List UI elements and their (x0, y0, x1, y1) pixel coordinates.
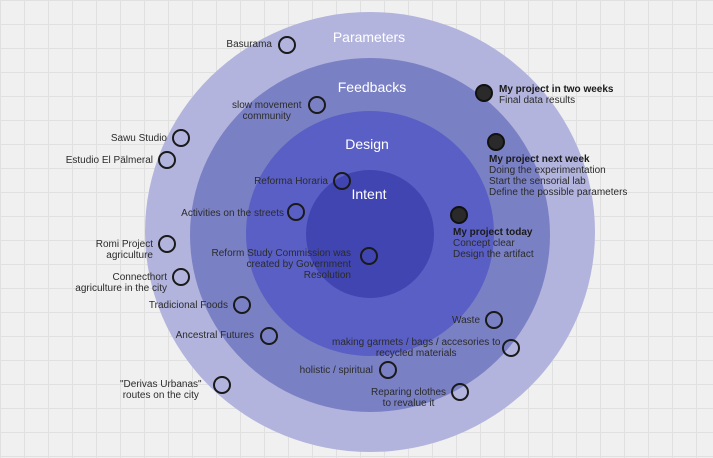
note-reform-commission-line-2: created by Government (246, 259, 352, 270)
note-estudio-palmeral-text: Estudio El Pälmeral (65, 155, 153, 166)
note-making-garments-line-2: recycled materials (375, 348, 457, 359)
note-project-next-week-title: My project next week (489, 154, 590, 165)
design-label: Design (345, 136, 389, 152)
note-romi-project-line-1: Romi Project (95, 239, 153, 250)
marker-project-next-week[interactable] (487, 133, 505, 151)
note-tradicional-foods: Tradicional Foods (149, 300, 228, 311)
marker-project-two-weeks[interactable] (475, 84, 493, 102)
note-making-garments: making garmets / bags / accesories to re… (332, 337, 500, 359)
note-derivas-urbanas-line-2: routes on the city (122, 390, 199, 401)
note-project-two-weeks-line-1: Final data results (499, 95, 576, 106)
note-reform-commission-line-1: Reform Study Commission was (211, 248, 351, 259)
note-project-today-title: My project today (453, 227, 533, 238)
note-activities-streets-text: Activities on the streets (181, 208, 284, 219)
note-reform-commission-line-3: Resolution (303, 270, 351, 281)
intent-ring (306, 170, 434, 298)
note-reform-commission: Reform Study Commission was created by G… (212, 248, 351, 281)
note-slow-movement: slow movement community (232, 100, 301, 122)
note-reforma-horaria-text: Reforma Horaria (254, 176, 328, 187)
note-slow-movement-line-1: slow movement (232, 100, 302, 111)
note-reparing-clothes-line-1: Reparing clothes (371, 387, 447, 398)
marker-reparing-clothes[interactable] (451, 383, 469, 401)
note-connecthort-line-1: Connecthort (112, 272, 167, 283)
note-reparing-clothes-line-2: to revalue it (382, 398, 435, 409)
note-tradicional-foods-text: Tradicional Foods (148, 300, 228, 311)
note-ancestral-futures-text: Ancestral Futures (175, 330, 254, 341)
note-reparing-clothes: Reparing clothes to revalue it (371, 387, 446, 409)
note-romi-project: Romi Project agriculture (96, 239, 153, 261)
note-waste: Waste (452, 315, 480, 326)
marker-slow-movement[interactable] (308, 96, 326, 114)
note-project-today-line-2: Design the artifact (453, 249, 534, 260)
note-project-two-weeks: My project in two weeks Final data resul… (499, 84, 613, 106)
note-derivas-urbanas: "Derivas Urbanas" routes on the city (120, 379, 202, 401)
note-project-today-line-1: Concept clear (453, 238, 515, 249)
marker-ancestral-futures[interactable] (260, 327, 278, 345)
note-project-two-weeks-title: My project in two weeks (499, 84, 614, 95)
note-slow-movement-line-2: community (242, 111, 291, 122)
note-project-next-week: My project next week Doing the experimen… (489, 154, 627, 198)
marker-reforma-horaria[interactable] (333, 172, 351, 190)
note-connecthort: Connecthort agriculture in the city (75, 272, 167, 294)
note-project-next-week-line-1: Doing the experimentation (489, 165, 606, 176)
note-ancestral-futures: Ancestral Futures (176, 330, 254, 341)
note-holistic: holistic / spiritual (300, 365, 373, 376)
note-holistic-text: holistic / spiritual (299, 365, 373, 376)
note-estudio-palmeral: Estudio El Pälmeral (66, 155, 153, 166)
note-derivas-urbanas-line-1: "Derivas Urbanas" (120, 379, 202, 390)
intent-label: Intent (351, 186, 387, 202)
marker-making-garments[interactable] (502, 339, 520, 357)
marker-activities-streets[interactable] (287, 203, 305, 221)
note-activities-streets: Activities on the streets (181, 208, 284, 219)
marker-basurama[interactable] (278, 36, 296, 54)
parameters-label: Parameters (332, 29, 406, 45)
marker-estudio-palmeral[interactable] (158, 151, 176, 169)
marker-sawu-studio[interactable] (172, 129, 190, 147)
note-making-garments-line-1: making garmets / bags / accesories to (332, 337, 501, 348)
marker-derivas-urbanas[interactable] (213, 376, 231, 394)
note-romi-project-line-2: agriculture (106, 250, 153, 261)
marker-tradicional-foods[interactable] (233, 296, 251, 314)
feedbacks-label: Feedbacks (337, 79, 407, 95)
note-project-next-week-line-2: Start the sensorial lab (489, 176, 586, 187)
note-project-next-week-line-3: Define the possible parameters (489, 187, 628, 198)
note-sawu-studio: Sawu Studio (111, 133, 167, 144)
note-connecthort-line-2: agriculture in the city (75, 283, 167, 294)
marker-project-today[interactable] (450, 206, 468, 224)
marker-holistic[interactable] (379, 361, 397, 379)
note-basurama: Basurama (226, 39, 272, 50)
note-sawu-studio-text: Sawu Studio (110, 133, 167, 144)
marker-waste[interactable] (485, 311, 503, 329)
marker-romi-project[interactable] (158, 235, 176, 253)
marker-reform-commission[interactable] (360, 247, 378, 265)
note-basurama-text: Basurama (226, 39, 272, 50)
note-reforma-horaria: Reforma Horaria (254, 176, 328, 187)
note-project-today: My project today Concept clear Design th… (453, 227, 534, 260)
note-waste-text: Waste (452, 315, 480, 326)
marker-connecthort[interactable] (172, 268, 190, 286)
